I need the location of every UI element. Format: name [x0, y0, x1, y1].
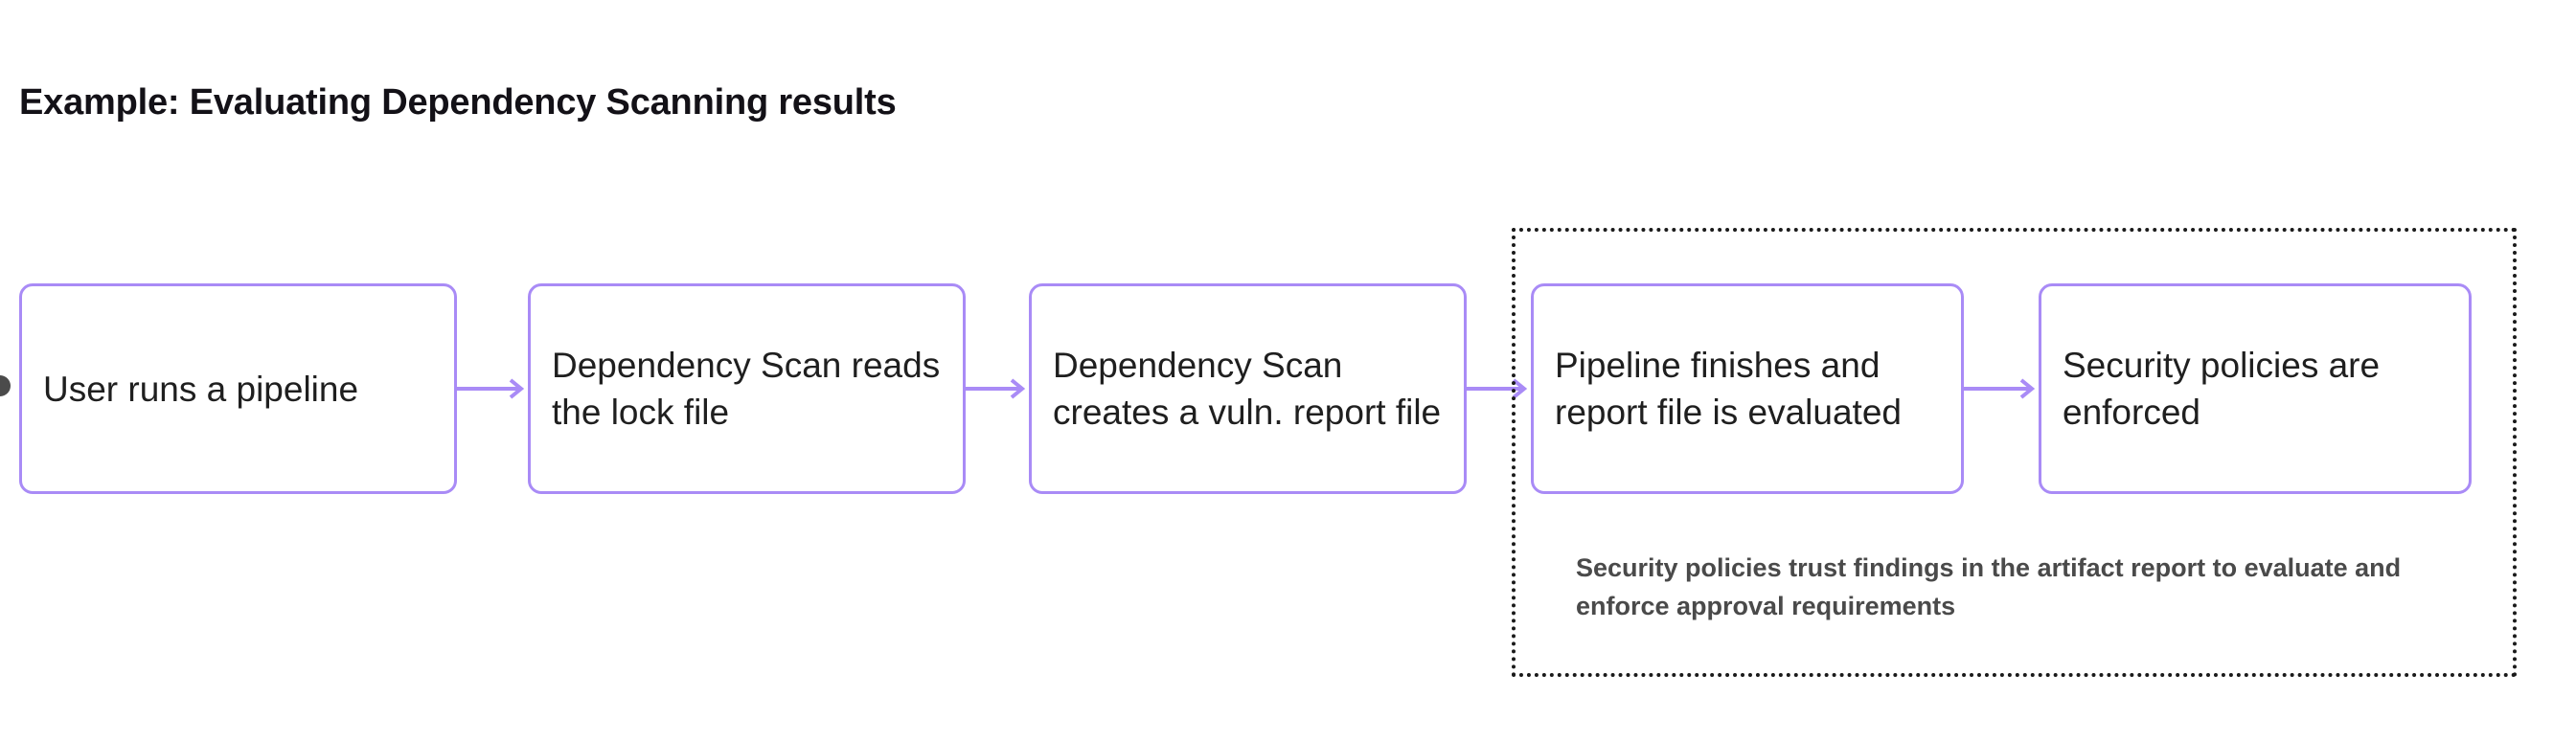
arrow-right-icon [966, 378, 1029, 399]
flow-node-pipeline-finishes-evaluated[interactable]: Pipeline finishes and report file is eva… [1531, 283, 1964, 494]
page-title: Example: Evaluating Dependency Scanning … [19, 82, 897, 123]
flow-node-security-policies-enforced[interactable]: Security policies are enforced [2039, 283, 2472, 494]
flow-node-user-runs-pipeline[interactable]: User runs a pipeline [19, 283, 457, 494]
flow-node-label: Dependency Scan creates a vuln. report f… [1053, 346, 1442, 432]
security-policy-group [1512, 228, 2517, 677]
flow-node-label: Pipeline finishes and report file is eva… [1555, 346, 1902, 432]
flow-node-label: User runs a pipeline [43, 369, 359, 409]
arrow-right-icon [1964, 378, 2039, 399]
flow-node-dependency-scan-reads-lock-file[interactable]: Dependency Scan reads the lock file [528, 283, 966, 494]
flow-node-label: Dependency Scan reads the lock file [552, 346, 941, 432]
flow-node-label: Security policies are enforced [2063, 346, 2381, 432]
connector-dot-icon [0, 375, 11, 396]
flow-node-dependency-scan-creates-report[interactable]: Dependency Scan creates a vuln. report f… [1029, 283, 1467, 494]
security-policy-group-caption: Security policies trust findings in the … [1576, 553, 2402, 620]
arrow-right-icon [457, 378, 528, 399]
